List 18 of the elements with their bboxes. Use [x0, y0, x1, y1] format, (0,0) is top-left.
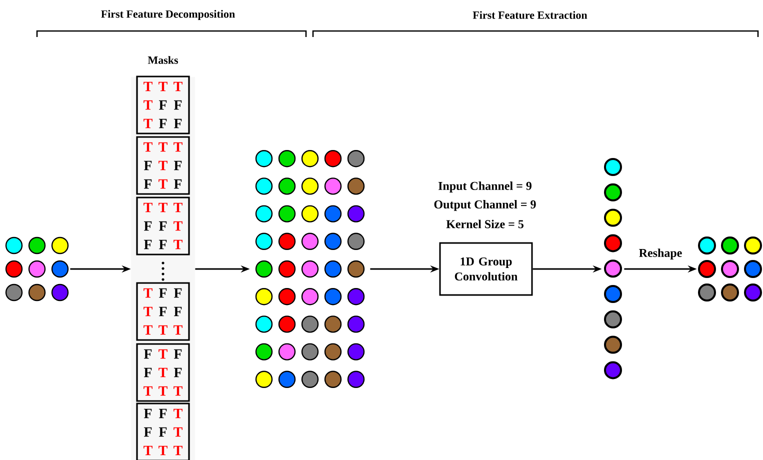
circle-grid	[5, 236, 69, 302]
mask-box: T T T F F T F F T	[136, 196, 190, 256]
parameter-text: Output Channel = 9	[434, 200, 536, 211]
section-heading: First Feature Decomposition	[101, 10, 235, 20]
circle-column	[604, 158, 622, 380]
parameter-text: Kernel Size = 5	[446, 220, 524, 228]
mask-box: T F F T F F T T T	[136, 282, 190, 341]
circle-grid	[255, 150, 365, 388]
parameter-text: Input Channel = 9	[438, 182, 532, 192]
edge-label: Reshape	[639, 248, 682, 260]
column-heading: Masks	[148, 56, 178, 64]
circle-grid	[698, 236, 762, 302]
process-box: 1D Group Convolution	[439, 242, 533, 296]
mask-box: F T F F T F T T T	[136, 343, 190, 402]
mask-box: T T T T F F T F F	[136, 76, 190, 134]
section-heading: First Feature Extraction	[472, 11, 588, 19]
mask-box: F F T F F T T T T	[136, 402, 190, 460]
mask-box: T T T F T F F T F	[136, 136, 190, 195]
